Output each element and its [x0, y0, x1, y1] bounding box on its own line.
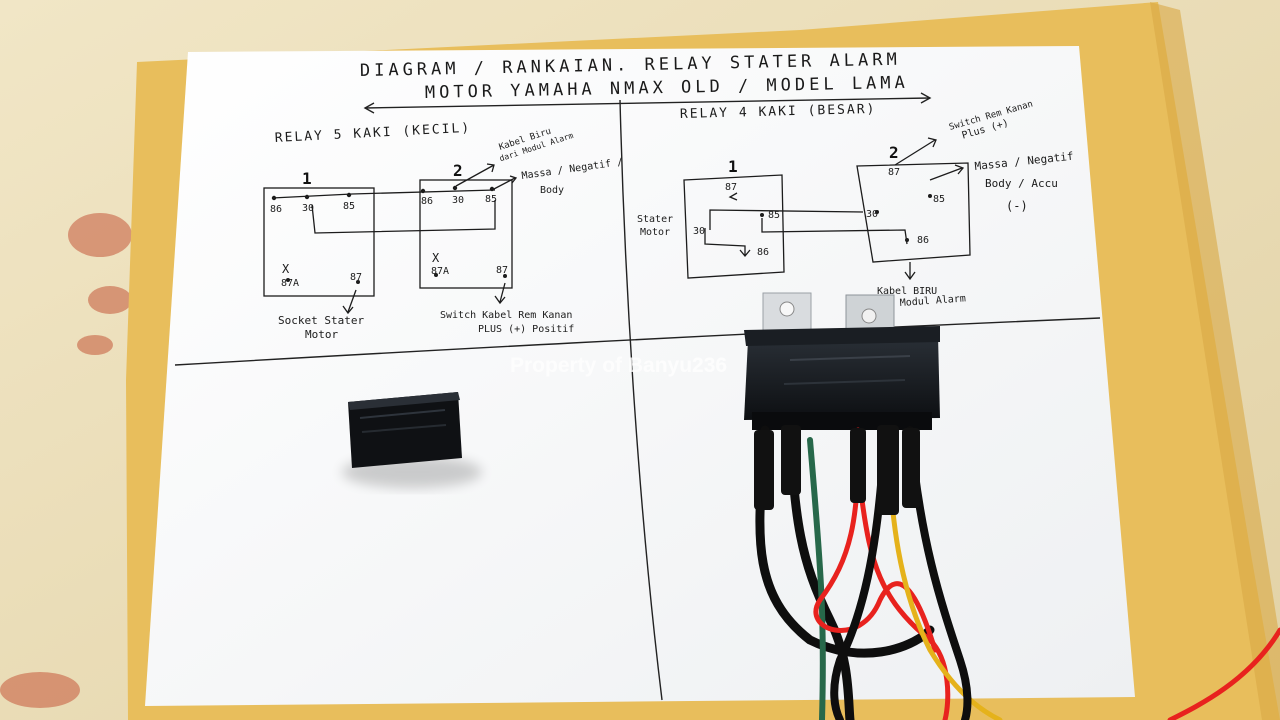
left-massa-line2: Body: [540, 185, 564, 196]
relay-wires: [755, 425, 1280, 720]
right-r2-pin-86: 86: [917, 235, 929, 246]
right-r2-pin-87: 87: [888, 167, 900, 178]
right-massa-line2: Body / Accu: [985, 177, 1058, 190]
right-relay2-number: 2: [889, 143, 899, 162]
right-r1-pin-87: 87: [725, 182, 737, 193]
right-r1-pin-86: 86: [757, 247, 769, 258]
right-r2-pin-85: 85: [933, 194, 945, 205]
watermark-text: Property of Banyu236: [510, 354, 727, 377]
horizontal-divider: [174, 317, 1101, 366]
left-r1-pin-87a: 87A: [281, 278, 299, 289]
paper-dividers: [174, 92, 1101, 701]
left-relay1-box: [263, 187, 375, 297]
double-arrow-line: [364, 97, 931, 109]
left-r1-pin-86: 86: [270, 204, 282, 215]
right-heading: RELAY 4 KAKI (BESAR): [680, 102, 877, 122]
vertical-divider: [619, 99, 663, 701]
left-relay2-number: 2: [453, 161, 463, 180]
left-r1-pin-30: 30: [302, 203, 314, 214]
left-r2-pin-86: 86: [421, 196, 433, 207]
small-relay-photo: [342, 392, 482, 488]
left-switch-line2: PLUS (+) Positif: [478, 324, 574, 335]
right-relay-boxes: [683, 137, 971, 281]
left-r2-pin-30: 30: [452, 195, 464, 206]
left-r2-pin-87: 87: [496, 265, 508, 276]
right-dots: [760, 194, 932, 242]
big-relay-photo: [744, 292, 940, 430]
right-kabel-biru-line2: Modul Alarm: [899, 293, 966, 309]
arrow-head-right: [920, 92, 932, 104]
left-socket-line2: Motor: [305, 328, 338, 341]
left-relay1-number: 1: [302, 169, 312, 188]
right-stater-line2: Motor: [640, 227, 670, 238]
right-kabel-biru-line1: Kabel BIRU: [877, 286, 937, 297]
table-stains: [0, 213, 132, 708]
left-r2-x-mark: X: [432, 251, 440, 265]
right-r1-pin-30: 30: [693, 226, 705, 237]
left-switch-line1: Switch Kabel Rem Kanan: [440, 310, 572, 321]
arrow-head-left: [363, 102, 375, 114]
right-relay1-box: [683, 174, 785, 279]
wire-connectors: [754, 425, 920, 515]
paper-sheet: [145, 46, 1135, 706]
right-massa-line3: (-): [1006, 199, 1028, 213]
left-r1-pin-85: 85: [343, 201, 355, 212]
right-relay1-number: 1: [728, 157, 738, 176]
left-r2-pin-85: 85: [485, 194, 497, 205]
folder-edge-shade: [1150, 2, 1280, 720]
right-stater-line1: Stater: [637, 214, 673, 225]
left-r2-pin-87a: 87A: [431, 266, 449, 277]
right-r1-pin-85: 85: [768, 210, 780, 221]
right-r2-pin-30: 30: [866, 209, 878, 220]
left-dots: [271, 185, 507, 284]
left-r1-x-mark: X: [282, 262, 290, 276]
left-r1-pin-87: 87: [350, 272, 362, 283]
left-socket-line1: Socket Stater: [278, 314, 364, 327]
